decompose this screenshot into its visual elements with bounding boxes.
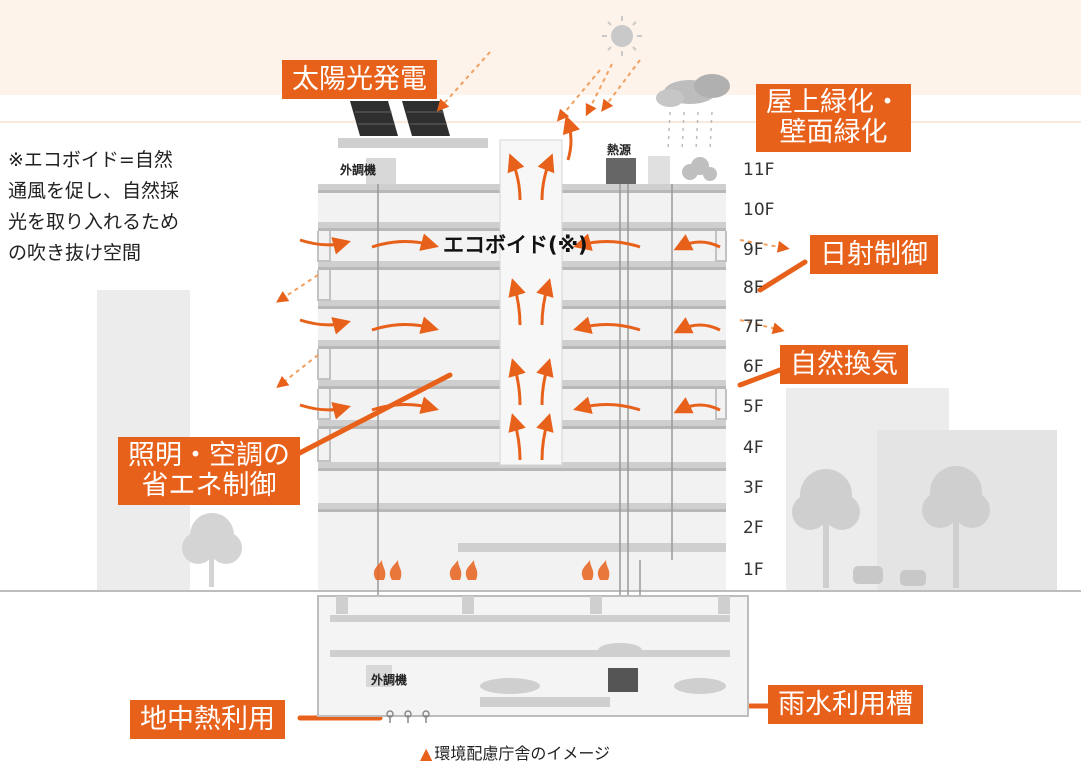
rooftop-greenery (682, 157, 717, 181)
outdoor-unit-label: 外調機 (340, 163, 377, 177)
callout-solar: 太陽光発電 (282, 60, 437, 99)
eco-void-shaft (499, 139, 563, 466)
floor-label: 5F (743, 397, 764, 417)
tree-right-2 (922, 466, 990, 588)
floor-label: 10F (743, 200, 775, 220)
outdoor-unit-label: 外調機 (371, 673, 408, 687)
callout-geothermal: 地中熱利用 (130, 700, 285, 739)
floor-label: 9F (743, 240, 764, 260)
note-line: の吹き抜け空間 (8, 242, 142, 264)
floor-label: 2F (743, 518, 764, 538)
floor-label: 7F (743, 317, 764, 337)
caption-text: 環境配慮庁舎のイメージ (434, 744, 610, 763)
basement-heat-source (608, 668, 638, 692)
figure-caption: ▲環境配慮庁舎のイメージ (420, 740, 610, 764)
eco-void-label: エコボイド(※) (443, 233, 588, 257)
solar-panels (350, 101, 450, 136)
floor-label: 11F (743, 160, 775, 180)
eco-void-note: ※エコボイド=自然 通風を促し、自然採 光を取り入れるため の吹き抜け空間 (8, 145, 233, 269)
heat-source-box (606, 158, 636, 184)
callout-rooftop-green: 屋上緑化・ 壁面緑化 (756, 84, 911, 152)
floor-label: 6F (743, 357, 764, 377)
airflow-arrows (507, 115, 580, 461)
floor-label: 8F (743, 278, 764, 298)
note-line: 光を取り入れるため (8, 211, 180, 233)
basement (317, 595, 749, 723)
rain-cloud-icon (656, 74, 730, 151)
callout-lighting-hvac: 照明・空調の 省エネ制御 (118, 437, 300, 505)
callout-rainwater-tank: 雨水利用槽 (768, 685, 923, 724)
triangle-marker-icon: ▲ (420, 744, 433, 763)
floor-label: 4F (743, 438, 764, 458)
building-body (317, 138, 727, 712)
callout-natural-ventilation: 自然換気 (780, 345, 908, 384)
note-line: ※エコボイド=自然 (8, 149, 173, 171)
tree-right-1 (792, 469, 860, 588)
sun-icon (602, 16, 642, 56)
floor-label: 1F (743, 560, 764, 580)
tree-left (182, 513, 242, 587)
callout-line: 照明・空調の (128, 440, 290, 471)
heat-source-label: 熱源 (607, 143, 632, 157)
callout-sunlight-control: 日射制御 (810, 235, 938, 274)
callout-line: 屋上緑化・ (766, 87, 901, 118)
note-line: 通風を促し、自然採 (8, 180, 180, 202)
cars-street (853, 566, 926, 586)
sky-band (0, 0, 1081, 95)
callout-line: 壁面緑化 (779, 117, 888, 148)
floor-label: 3F (743, 478, 764, 498)
callout-line: 省エネ制御 (141, 470, 277, 501)
